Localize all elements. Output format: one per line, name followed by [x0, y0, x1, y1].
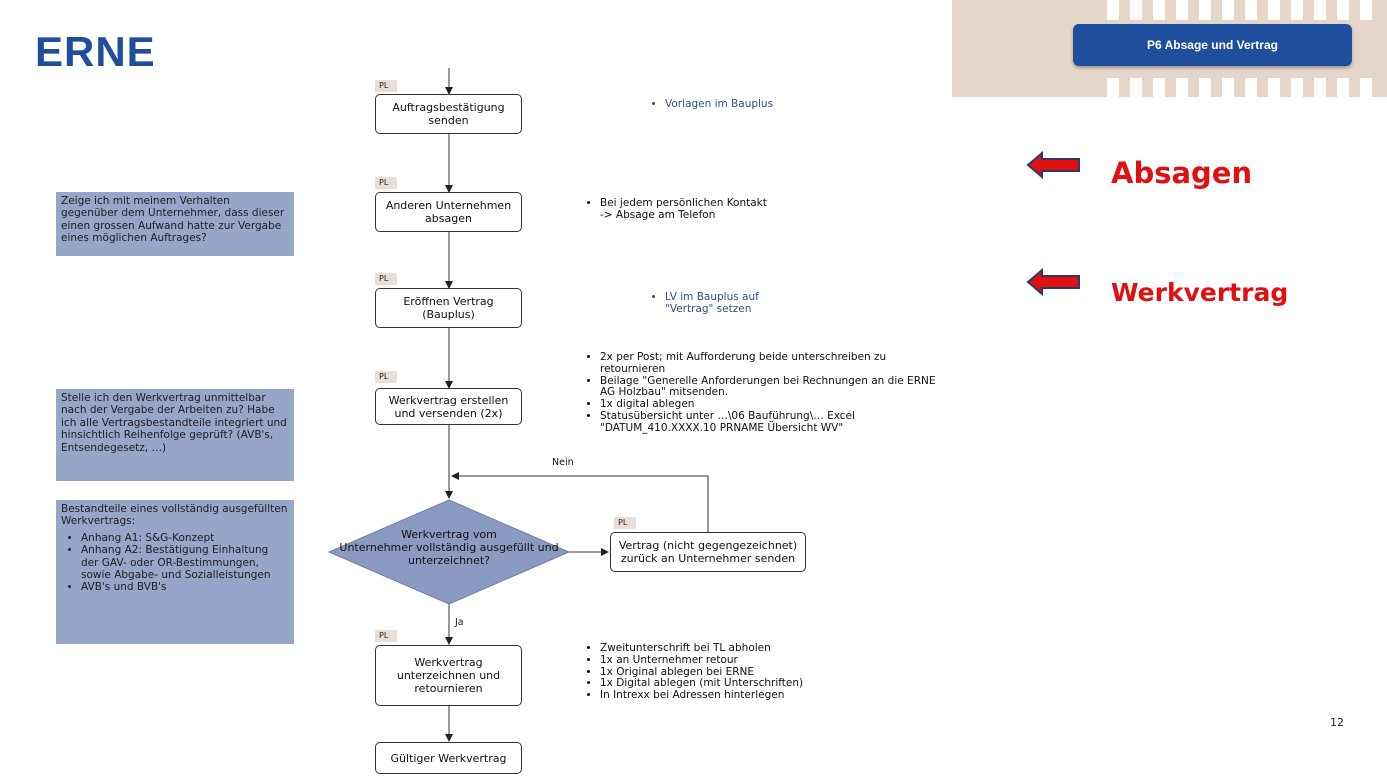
arrow-left-icon: [1026, 150, 1080, 180]
step-eroeffnen-vertrag: Eröffnen Vertrag(Bauplus): [375, 288, 522, 328]
erne-logo: ERNE: [35, 28, 156, 75]
pl-tag: PL: [375, 371, 397, 383]
note-verhalten: Zeige ich mit meinem Verhalten gegenüber…: [56, 192, 294, 256]
pl-tag: PL: [375, 630, 397, 642]
info-kontakt: Bei jedem persönlichen Kontakt-> Absage …: [585, 197, 855, 222]
label-ja: Ja: [455, 617, 464, 628]
arrow-left-icon: [1026, 267, 1080, 297]
step-vertrag-zurueck: Vertrag (nicht gegengezeichnet)zurück an…: [610, 532, 806, 572]
label-nein: Nein: [552, 457, 574, 468]
note-bestandteile: Bestandteile eines vollständig ausgefüll…: [56, 500, 294, 644]
pl-tag: PL: [375, 80, 397, 92]
page-number: 12: [1330, 716, 1344, 729]
pl-tag: PL: [375, 273, 397, 285]
step-gueltiger-werkvertrag: Gültiger Werkvertrag: [375, 742, 522, 774]
note-zustellen: Stelle ich den Werkvertrag unmittelbar n…: [56, 389, 294, 481]
callout-absagen: Absagen: [1111, 156, 1253, 190]
decision-diamond: [327, 499, 571, 605]
callout-werkvertrag: Werkvertrag: [1111, 278, 1289, 307]
info-versand: 2x per Post; mit Aufforderung beide unte…: [585, 351, 945, 435]
info-abschluss: Zweitunterschrift bei TL abholen 1x an U…: [585, 642, 885, 702]
section-title-button[interactable]: P6 Absage und Vertrag: [1073, 24, 1352, 66]
pl-tag: PL: [614, 517, 636, 529]
pl-tag: PL: [375, 177, 397, 189]
info-vorlagen: Vorlagen im Bauplus: [650, 98, 870, 111]
decision-label: Werkvertrag vom Unternehmer vollständig …: [339, 528, 559, 567]
info-lv: LV im Bauplus auf"Vertrag" setzen: [650, 291, 850, 316]
